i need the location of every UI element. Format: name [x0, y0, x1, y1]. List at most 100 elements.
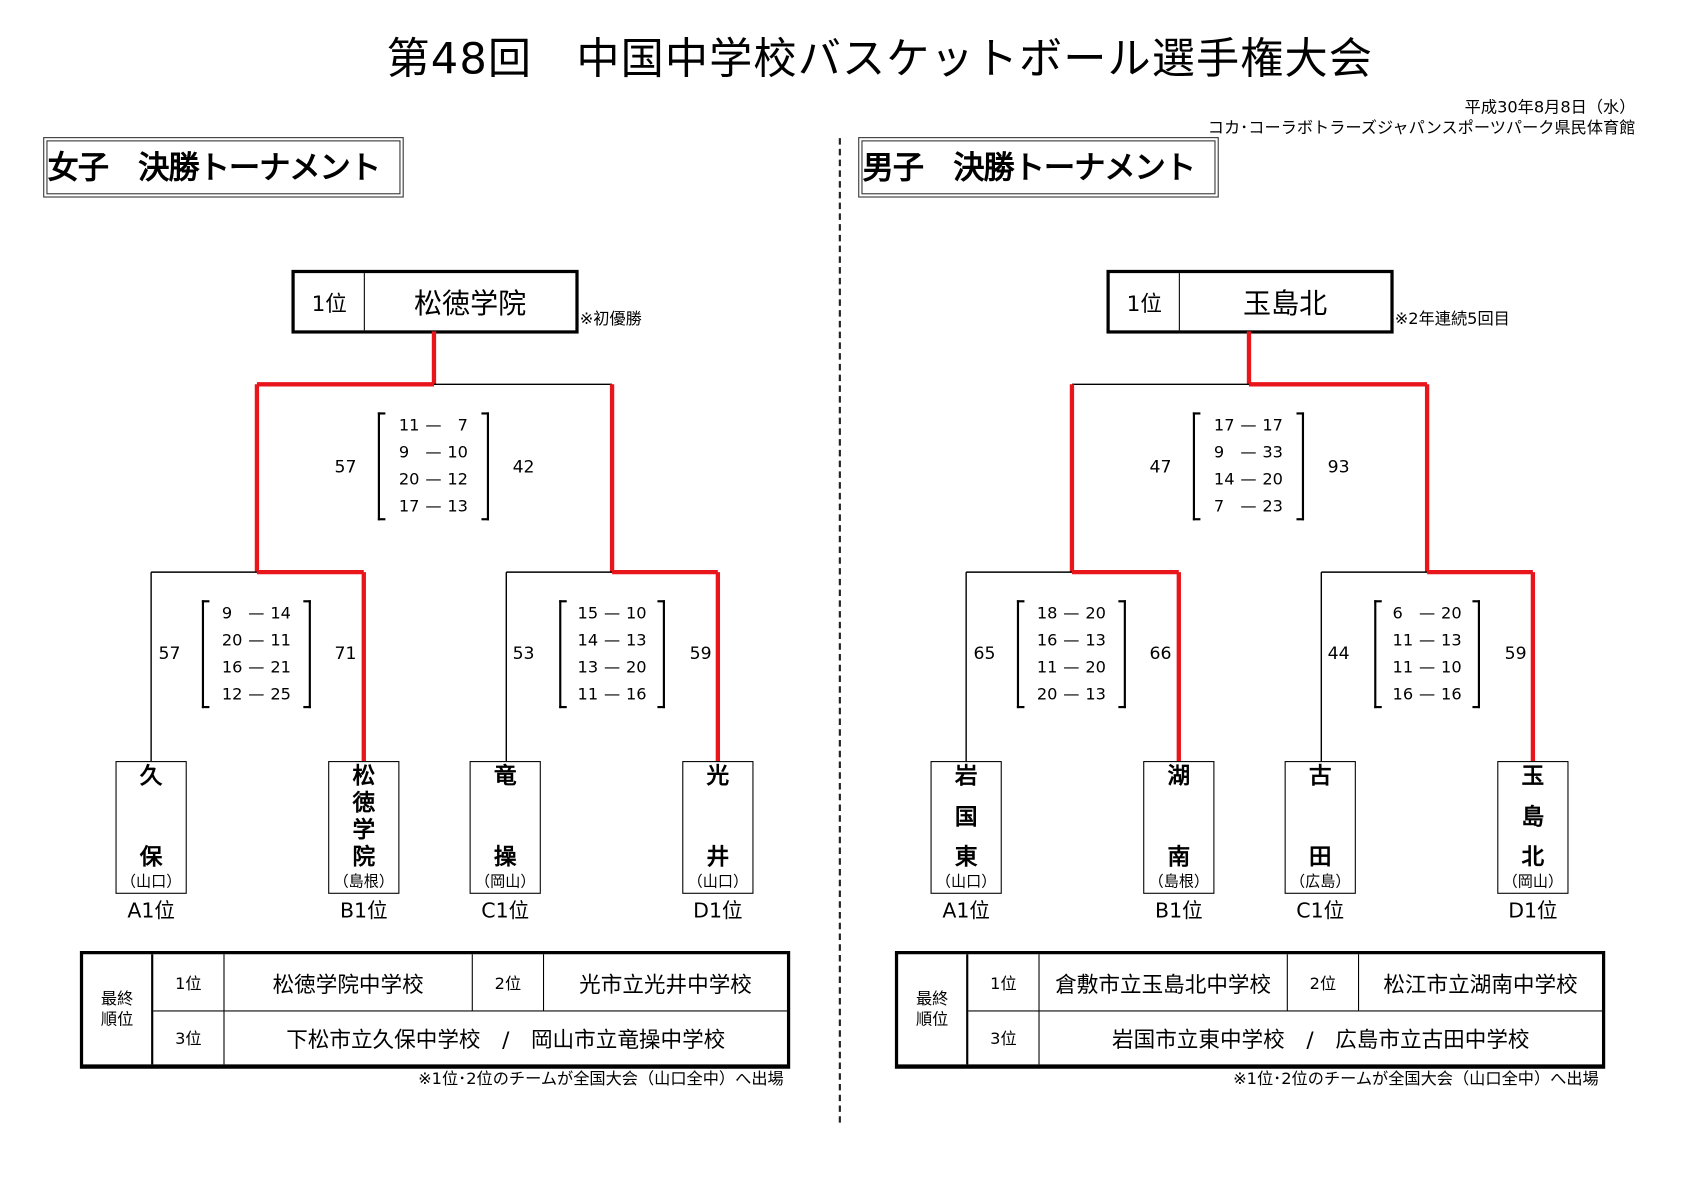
semi1-right-score: 66 — [1149, 642, 1172, 664]
set-dash: — — [1063, 630, 1080, 650]
set-score-left: 13 — [577, 657, 599, 677]
set-score-left: 11 — [1392, 657, 1414, 677]
set-dash: — — [1240, 496, 1257, 517]
set-score-left: 14 — [577, 630, 599, 650]
set-score-row: 17—13 — [378, 495, 489, 517]
set-score-left: 15 — [577, 603, 599, 623]
team-name-char: 久 — [139, 763, 163, 790]
set-score-right: 10 — [1441, 657, 1462, 677]
team-name-char: 井 — [706, 844, 730, 871]
team-name: 玉島北 — [1498, 764, 1567, 870]
set-score-row: 16—16 — [1374, 683, 1480, 705]
team-name-char: 学 — [352, 817, 376, 844]
set-score-left: 9 — [221, 603, 233, 623]
team-name: 古田 — [1286, 764, 1355, 870]
set-score-row: 9—14 — [202, 602, 311, 624]
set-score-right: 17 — [1262, 415, 1283, 436]
team-name-char: 南 — [1167, 844, 1191, 871]
final-standings-table: 最終 順位 1位 倉敷市立玉島北中学校 2位 松江市立湖南中学校 3位 岩国市立… — [894, 951, 1606, 1069]
set-score-row: 20—13 — [1017, 683, 1126, 705]
set-score-row: 16—13 — [1017, 629, 1126, 651]
set-score-right: 23 — [1262, 496, 1283, 517]
set-score-left: 20 — [221, 630, 243, 650]
set-dash: — — [248, 684, 265, 704]
semi1-left-score: 57 — [158, 642, 181, 664]
first-label: 1位 — [153, 954, 225, 1012]
set-dash: — — [1063, 603, 1080, 623]
page-title: 第48回 中国中学校バスケットボール選手権大会 — [386, 34, 1374, 85]
set-score-left: 6 — [1392, 603, 1403, 623]
set-score-right: 11 — [270, 630, 291, 650]
set-score-left: 12 — [221, 684, 243, 704]
seed-label: C1位 — [481, 899, 530, 923]
section-title: 女子 決勝トーナメント — [43, 137, 404, 198]
set-score-left: 16 — [221, 657, 243, 677]
set-dash: — — [1419, 684, 1436, 704]
team-box-c: 古田 （広島） — [1284, 761, 1356, 894]
team-name-char: 岩 — [954, 763, 978, 790]
semi1-right-score: 71 — [334, 642, 357, 664]
event-venue: コカ･コーラボトラーズジャパンスポーツパーク県民体育館 — [1207, 117, 1636, 138]
set-score-row: 12—25 — [202, 683, 311, 705]
team-prefecture: （広島） — [1290, 873, 1351, 891]
set-dash: — — [248, 630, 265, 650]
set-score-right: 33 — [1262, 442, 1283, 463]
team-name-char: 島 — [1521, 803, 1545, 830]
set-score-row: 11—7 — [378, 415, 489, 437]
team-name-char: 玉 — [1521, 763, 1545, 790]
set-score-left: 14 — [1213, 469, 1235, 490]
team-prefecture: （山口） — [120, 873, 182, 891]
set-score-left: 17 — [1213, 415, 1235, 436]
set-score-row: 14—20 — [1193, 469, 1304, 491]
set-score-row: 13—20 — [559, 656, 665, 678]
team-box-a: 久保 （山口） — [115, 761, 187, 894]
team-box-a: 岩国東（山口） — [930, 761, 1002, 894]
standings-label: 最終 順位 — [898, 954, 969, 1065]
team-prefecture: （山口） — [687, 873, 749, 891]
set-score-right: 25 — [270, 684, 291, 704]
final-left-score: 47 — [1149, 456, 1172, 477]
set-score-left: 16 — [1036, 630, 1058, 650]
team-name: 湖南 — [1144, 764, 1213, 870]
team-name-char: 徳 — [352, 790, 376, 817]
set-score-right: 13 — [1085, 630, 1106, 650]
team-name-char: 松 — [352, 763, 376, 790]
team-name-char: 保 — [139, 844, 163, 871]
seed-label: B1位 — [339, 899, 388, 923]
set-dash: — — [425, 469, 442, 490]
section-title: 男子 決勝トーナメント — [858, 137, 1219, 198]
second-label: 2位 — [1287, 954, 1360, 1012]
set-score-row: 11—16 — [559, 683, 665, 705]
semi2-right-score: 59 — [1504, 642, 1527, 664]
second-place: 光市立光井中学校 — [544, 954, 787, 1012]
team-box-b: 松徳学院（島根） — [328, 761, 400, 894]
team-prefecture: （岡山） — [1502, 873, 1564, 891]
team-prefecture: （岡山） — [474, 873, 536, 891]
set-dash: — — [425, 415, 442, 436]
team-name-char: 東 — [954, 844, 978, 871]
first-label: 1位 — [968, 954, 1040, 1012]
team-box-b: 湖南 （島根） — [1143, 761, 1215, 894]
first-place: 倉敷市立玉島北中学校 — [1039, 954, 1288, 1012]
semi2-left-score: 44 — [1327, 642, 1350, 664]
second-label: 2位 — [472, 954, 545, 1012]
champion-rank: 1位 — [295, 273, 365, 331]
set-score-row: 7—23 — [1193, 495, 1304, 517]
team-name: 光井 — [683, 764, 752, 870]
team-prefecture: （島根） — [1148, 873, 1210, 891]
champion-note: ※初優勝 — [579, 308, 642, 329]
final-standings-table: 最終 順位 1位 松徳学院中学校 2位 光市立光井中学校 3位 下松市立久保中学… — [79, 951, 791, 1069]
semi2-left-score: 53 — [512, 642, 535, 664]
seed-label: D1位 — [693, 899, 743, 923]
set-score-row: 14—13 — [559, 629, 665, 651]
set-score-right: 21 — [270, 657, 291, 677]
set-score-right: 16 — [1441, 684, 1462, 704]
final-right-score: 42 — [512, 456, 535, 477]
final-left-score: 57 — [334, 456, 357, 477]
team-name: 竜操 — [471, 764, 540, 870]
set-score-left: 11 — [398, 415, 420, 436]
semi1-left-score: 65 — [973, 642, 996, 664]
team-name-char: 竜 — [493, 763, 517, 790]
